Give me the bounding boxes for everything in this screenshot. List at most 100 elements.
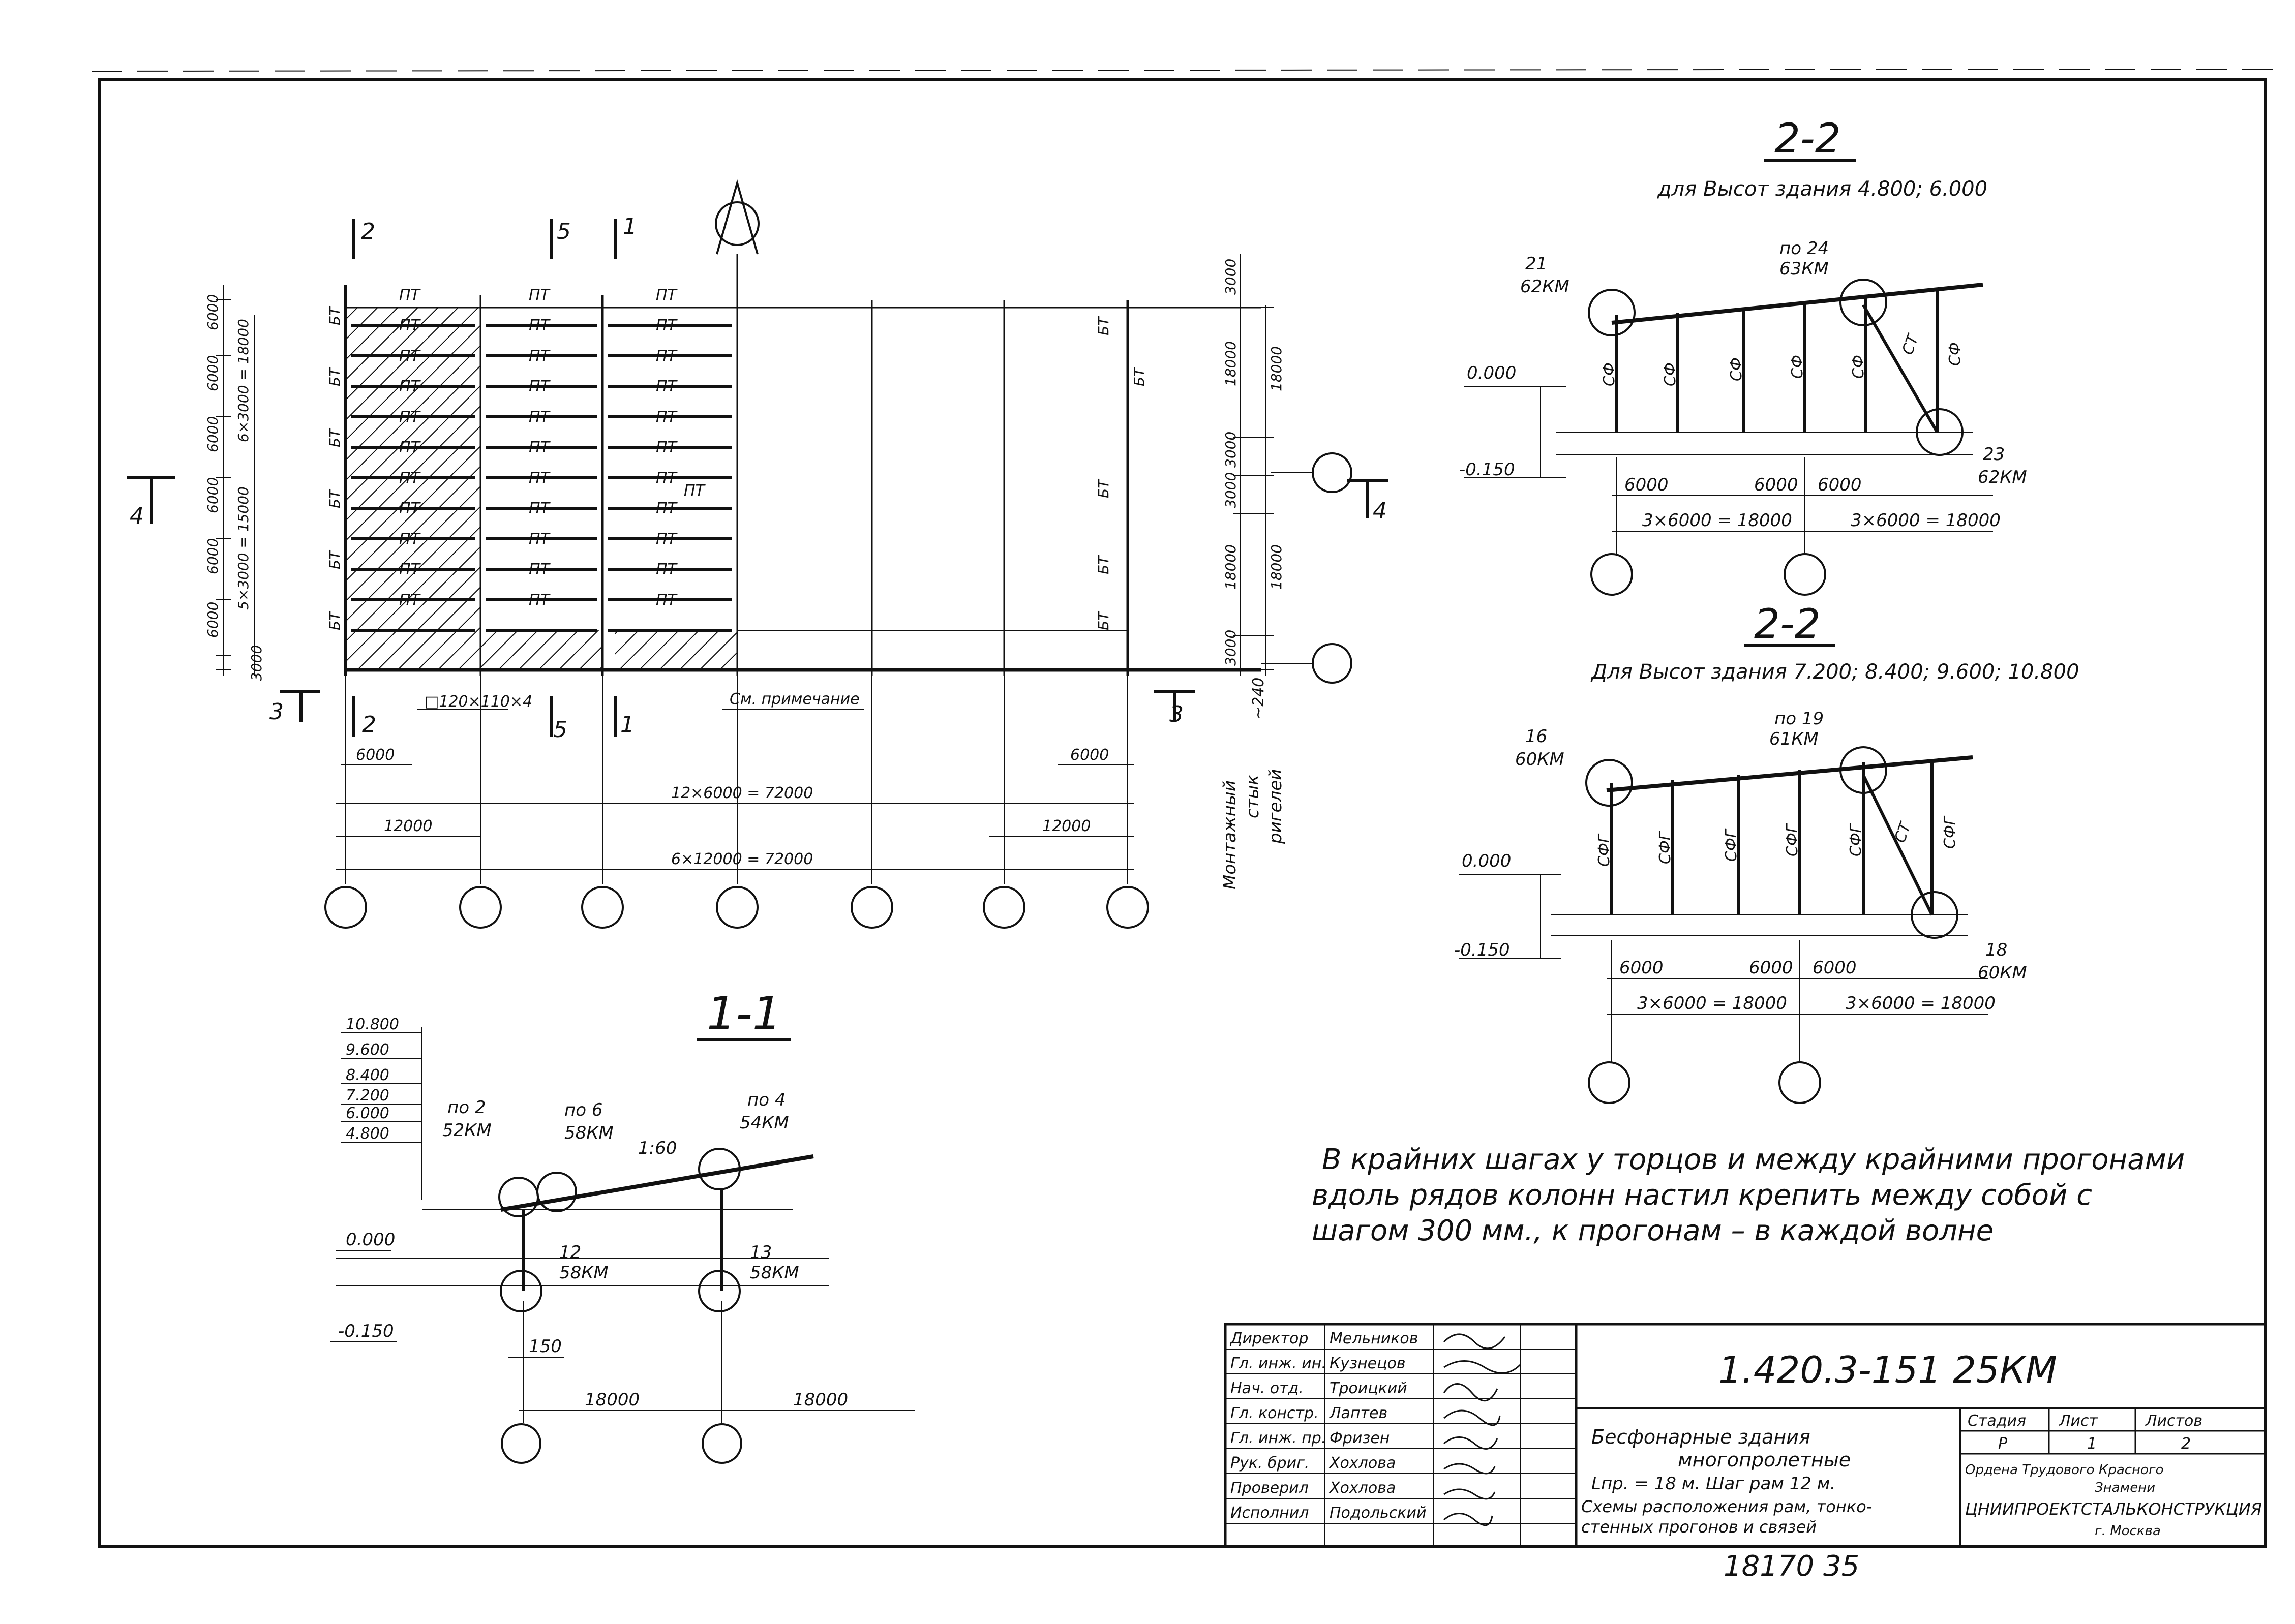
note-line: вдоль рядов колонн настил крепить между … — [1312, 1179, 2092, 1212]
column-label: СФ — [1789, 355, 1806, 379]
org-line: Ордена Трудового Красного — [1965, 1462, 2164, 1478]
beam-label: ПТ — [656, 408, 678, 426]
section-title: 1-1 — [707, 987, 781, 1040]
sheet-head: Лист — [2059, 1412, 2099, 1430]
bt-label: БТ — [1095, 479, 1112, 498]
role: Гл. констр. — [1230, 1404, 1319, 1422]
callout-ref: по 4 — [747, 1090, 786, 1110]
svg-text:стык: стык — [1243, 775, 1263, 818]
level-label: 4.800 — [346, 1125, 389, 1143]
beam-label: ПТ — [529, 378, 551, 395]
callout-sheet: 52КМ — [442, 1120, 492, 1141]
beam-label: ПТ — [529, 530, 551, 548]
bt-label: БТ — [1095, 316, 1112, 335]
sheet-frame — [98, 78, 2267, 1548]
section-mark: 2 — [362, 712, 376, 738]
beam-label: ПТ — [529, 286, 551, 304]
desc-line: многопролетные — [1678, 1449, 1851, 1471]
beam-label: ПТ — [656, 317, 678, 334]
brace-label: СТ — [1899, 331, 1923, 357]
beam-label: ПТ — [399, 591, 421, 609]
right-dim: 3000 — [1222, 472, 1239, 508]
right-dim: 18000 — [1222, 544, 1239, 590]
column-label: СФ — [1728, 357, 1745, 381]
column-label: СФГ — [1784, 823, 1801, 856]
name: Кузнецов — [1330, 1355, 1406, 1372]
role: Нач. отд. — [1230, 1380, 1304, 1397]
callout-ref: по 6 — [564, 1100, 602, 1120]
level-zero: 0.000 — [1462, 851, 1511, 871]
right-total: 18000 — [1268, 346, 1285, 391]
bt-label: БТ — [326, 489, 343, 508]
dim: 6000 — [1624, 475, 1669, 495]
callout-sheet: 63КМ — [1779, 259, 1829, 279]
section-mark: 3 — [269, 699, 284, 725]
dim-span-left: 12000 — [384, 817, 432, 835]
bt-label: БТ — [1095, 555, 1112, 574]
span-left: 18000 — [585, 1390, 640, 1410]
section-mark: 4 — [1373, 498, 1387, 524]
beam-label: ПТ — [529, 591, 551, 609]
role: Гл. инж. пр. — [1230, 1429, 1326, 1447]
section-subtitle: для Высот здания 4.800; 6.000 — [1657, 177, 1987, 201]
dim-chain-2: 6×12000 = 72000 — [671, 850, 813, 868]
sheet-value: 1 — [2087, 1435, 2097, 1453]
offset-dim: ~240 — [1250, 678, 1267, 719]
sheets-value: 2 — [2181, 1435, 2191, 1453]
beam-label-extra: ПТ — [684, 482, 706, 500]
callout-sheet: 58КМ — [564, 1123, 614, 1143]
column-label: СФ — [1601, 362, 1618, 386]
section-subtitle: Для Высот здания 7.200; 8.400; 9.600; 10… — [1590, 660, 2079, 684]
dim: 6000 — [1619, 958, 1664, 978]
role: Проверил — [1230, 1479, 1309, 1497]
beam-label: ПТ — [529, 347, 551, 365]
org-line: Знамени — [2095, 1480, 2155, 1495]
right-dim: 3000 — [1222, 259, 1239, 295]
level-label: 8.400 — [346, 1066, 389, 1084]
beam-label: ПТ — [656, 561, 678, 578]
callout-sheet: 60КМ — [1515, 749, 1564, 770]
hatched-bay — [346, 308, 480, 670]
beam-labels: ПТ ПТ ПТ ПТ ПТ ПТ ПТ ПТ ПТ ПТ ПТ ПТ ПТ П… — [399, 286, 706, 609]
section-title: 2-2 — [1754, 600, 1821, 648]
beam-label: ПТ — [656, 286, 678, 304]
dim: 6000 — [1754, 475, 1798, 495]
column-label: СФГ — [1941, 815, 1959, 849]
name: Хохлова — [1328, 1479, 1396, 1497]
beam-label: ПТ — [529, 408, 551, 426]
framing-plan: ПТ ПТ ПТ ПТ ПТ ПТ ПТ ПТ ПТ ПТ ПТ ПТ ПТ П… — [127, 179, 1388, 929]
slope-label: 1:60 — [638, 1138, 677, 1158]
role: Исполнил — [1230, 1504, 1309, 1522]
dim-bottom-left: 6000 — [356, 746, 395, 764]
desc-line: Бесфонарные здания — [1591, 1426, 1810, 1448]
role: Рук. бриг. — [1230, 1454, 1309, 1472]
level-label: 6.000 — [346, 1105, 389, 1122]
section-2-2-a: 2-2 для Высот здания 4.800; 6.000 21 62К… — [1459, 115, 2027, 596]
dim-chain: 3×6000 = 18000 — [1851, 510, 2001, 531]
beam-label: ПТ — [399, 439, 421, 456]
beam-label: ПТ — [656, 500, 678, 517]
beam-label: ПТ — [529, 317, 551, 334]
archive-number: 18170 35 — [1724, 1550, 1859, 1583]
drawing-code: 1.420.3-151 25КМ — [1718, 1349, 2057, 1391]
section-mark: 1 — [623, 213, 637, 239]
left-dim: 6000 — [204, 294, 221, 330]
beam-label: ПТ — [399, 286, 421, 304]
dim-chain: 3×6000 = 18000 — [1642, 510, 1792, 531]
beam-label: ПТ — [529, 469, 551, 487]
signatures — [1443, 1333, 1521, 1526]
callout-ref: 13 — [750, 1242, 772, 1263]
level-minus: -0.150 — [1459, 459, 1515, 480]
beam-label: ПТ — [399, 530, 421, 548]
plate-note: □120×110×4 — [425, 693, 532, 711]
beam-label: ПТ — [529, 500, 551, 517]
note-callout: См. примечание — [730, 690, 860, 708]
beam-label: ПТ — [399, 347, 421, 365]
axis-bubble — [1312, 452, 1352, 493]
section-1-1: 1-1 10.800 9.600 8.400 7.200 6.000 4.800 — [330, 987, 915, 1464]
callout-ref: 23 — [1983, 444, 2005, 465]
left-chain-a: 6×3000 = 18000 — [235, 319, 252, 442]
beam-label: ПТ — [656, 378, 678, 395]
general-note: В крайних шагах у торцов и между крайним… — [1312, 1143, 2185, 1247]
callout-ref: по 24 — [1779, 238, 1829, 259]
